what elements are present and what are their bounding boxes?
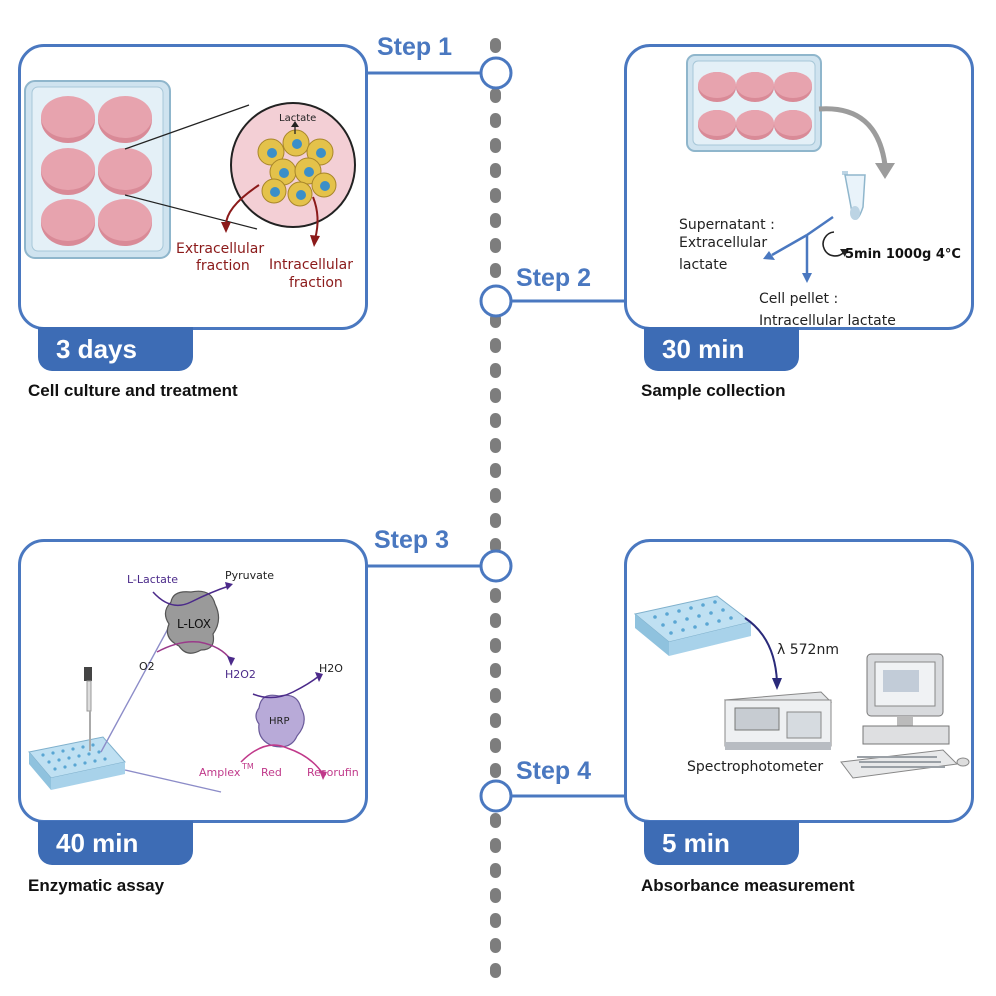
step2-label: Step 2 [516, 264, 592, 292]
timeline-dot [490, 388, 501, 403]
microplate-icon [633, 595, 753, 656]
supernatant-extracellular-label: Extracellular [679, 235, 767, 251]
timeline-dot [490, 238, 501, 253]
step2-duration: 30 min [644, 327, 799, 371]
spectrophotometer-icon [723, 691, 833, 750]
timeline-dot [490, 488, 501, 503]
timeline-dot [490, 838, 501, 853]
cell-pellet-label: Cell pellet : [759, 291, 838, 307]
pipette-icon [84, 667, 92, 751]
timeline-dot [490, 813, 501, 828]
amplex-label: Amplex [199, 766, 241, 779]
step4-caption: Absorbance measurement [641, 876, 855, 895]
timeline-dot [490, 163, 501, 178]
step1-label: Step 1 [377, 33, 453, 61]
h2o2-label: H2O2 [225, 668, 256, 681]
timeline-dot [490, 638, 501, 653]
timeline-dot [490, 313, 501, 328]
timeline-dot [490, 588, 501, 603]
well-plate-wells [41, 96, 152, 246]
timeline-dot [490, 38, 501, 53]
step1-caption: Cell culture and treatment [28, 381, 238, 400]
o2-label: O2 [139, 660, 155, 673]
step4-duration: 5 min [644, 821, 799, 865]
eppendorf-tube-icon [842, 171, 866, 220]
timeline-dot [490, 663, 501, 678]
timeline-dot [490, 763, 501, 778]
step3-caption: Enzymatic assay [28, 876, 165, 895]
timeline-dot [490, 438, 501, 453]
step1-duration: 3 days [38, 327, 193, 371]
amplex-tm-label: TM [241, 762, 254, 771]
step3-label: Step 3 [374, 526, 450, 554]
resorufin-label: Resorufin [307, 766, 359, 779]
timeline-dot [490, 938, 501, 953]
supernatant-label: Supernatant : [679, 217, 775, 233]
step4-marker [479, 779, 513, 813]
cell-cluster [257, 129, 337, 207]
timeline-dot [490, 338, 501, 353]
timeline-dot [490, 913, 501, 928]
supernatant-lactate-label: lactate [679, 257, 727, 273]
extracellular-label: Extracellular [176, 241, 264, 257]
timeline-dot [490, 963, 501, 978]
l-lox-label: L-LOX [177, 617, 211, 631]
timeline-dot [490, 713, 501, 728]
timeline-dot [490, 138, 501, 153]
l-lactate-label: L-Lactate [127, 573, 178, 586]
step2-caption: Sample collection [641, 381, 786, 400]
intracellular-label: Intracellular [269, 257, 353, 273]
well-plate-wells [698, 72, 812, 140]
step4-label: Step 4 [516, 757, 592, 785]
wavelength-label: λ 572nm [777, 642, 839, 658]
timeline-dot [490, 538, 501, 553]
timeline-dot [490, 213, 501, 228]
timeline-dot [490, 738, 501, 753]
timeline-dot [490, 188, 501, 203]
timeline-dot [490, 613, 501, 628]
step3-marker [479, 549, 513, 583]
timeline-dot [490, 113, 501, 128]
microplate-icon [28, 736, 126, 790]
timeline-dot [490, 688, 501, 703]
panel-absorbance: λ 572nm Spectrophotometer [624, 539, 974, 823]
centrifuge-label: 5min 1000g 4°C [845, 247, 961, 262]
spectrophotometer-label: Spectrophotometer [687, 759, 823, 775]
panel-enzymatic-assay: L-LOX L-Lactate Pyruvate O2 H2O2 HRP H2O… [18, 539, 368, 823]
panel-sample-collection: 5min 1000g 4°C Supernatant : Extracellul… [624, 44, 974, 330]
step3-duration: 40 min [38, 821, 193, 865]
computer-icon [840, 653, 970, 779]
intracellular-fraction-label: fraction [289, 275, 343, 291]
panel-cell-culture: Lactate Extracellular fraction Intracell… [18, 44, 368, 330]
timeline-dot [490, 363, 501, 378]
hrp-label: HRP [269, 716, 290, 727]
extracellular-fraction-label: fraction [196, 258, 250, 274]
timeline-dot [490, 863, 501, 878]
timeline-dot [490, 513, 501, 528]
timeline-dot [490, 888, 501, 903]
step1-marker [479, 56, 513, 90]
step2-marker [479, 284, 513, 318]
amplex-red-label: Red [261, 766, 282, 779]
lactate-label: Lactate [279, 113, 316, 124]
timeline-dot [490, 413, 501, 428]
h2o-label: H2O [319, 662, 343, 675]
intracellular-lactate-label: Intracellular lactate [759, 313, 896, 327]
timeline-dot [490, 463, 501, 478]
pyruvate-label: Pyruvate [225, 569, 274, 582]
timeline-dot [490, 88, 501, 103]
timeline-dot [490, 263, 501, 278]
